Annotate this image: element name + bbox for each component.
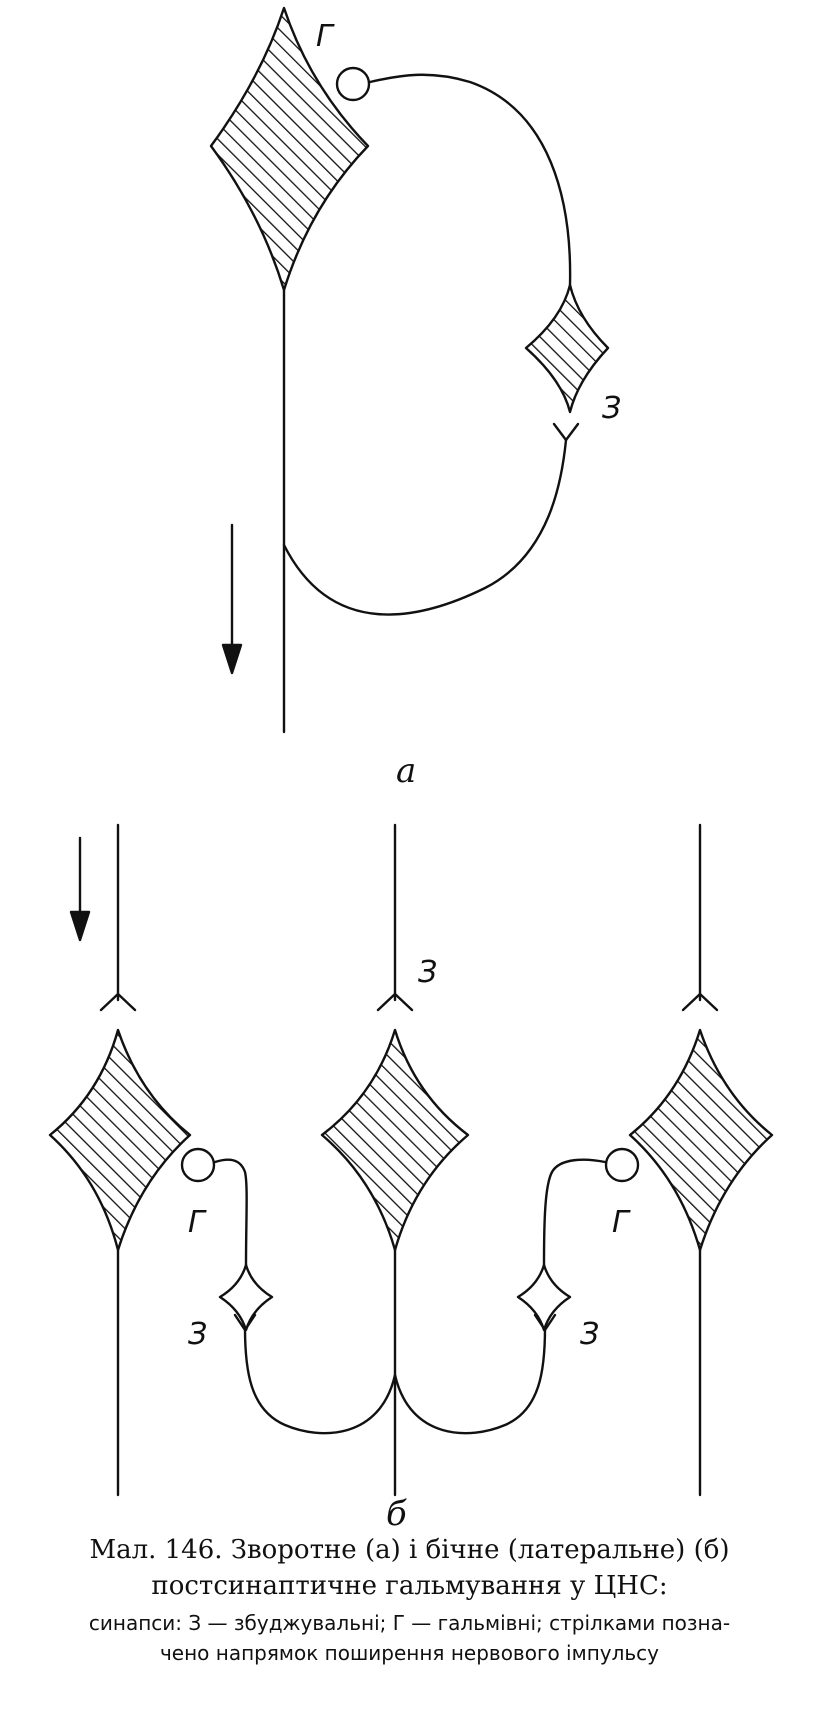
collateral-right	[393, 1326, 547, 1435]
caption-title: Мал. 146. Зворотне (а) і бічне (латераль…	[0, 1532, 819, 1604]
caption-title-line-1: Мал. 146. Зворотне (а) і бічне (латераль…	[89, 1535, 730, 1565]
panel-b-right-inhibitory-synapse	[604, 1147, 640, 1183]
label-b-center-excitatory: З	[418, 955, 437, 990]
interneuron-left-axon	[213, 1158, 248, 1267]
label-b-left-excitatory: З	[188, 1317, 207, 1352]
panel-label-a: а	[396, 751, 416, 791]
recurrent-collateral	[282, 438, 568, 616]
neuron-left-excitatory-arrow	[99, 992, 137, 1012]
label-b-left-inhibitory: Г	[188, 1205, 207, 1240]
panel-a-excitatory-synapse-arrow	[552, 422, 580, 442]
label-a-excitatory: З	[602, 391, 621, 426]
neuron-center-excitatory-arrow	[376, 992, 414, 1012]
neuron-center-body	[320, 1028, 470, 1252]
neuron-right-body	[628, 1028, 774, 1252]
interneuron-left-body	[218, 1263, 274, 1332]
figure-caption: Мал. 146. Зворотне (а) і бічне (латераль…	[0, 1532, 819, 1668]
inhibition-diagram: Г З а З Г Г З З б	[48, 6, 774, 1530]
caption-legend-line-2: чено напрямок поширення нервового імпуль…	[159, 1641, 660, 1665]
panel-a-recurrent-inhibition	[209, 6, 610, 734]
neuron-right-excitatory-arrow	[681, 992, 719, 1012]
panel-b-impulse-arrow-head-icon	[69, 910, 91, 942]
label-a-inhibitory: Г	[316, 19, 335, 54]
interneuron-right-axon	[542, 1158, 607, 1267]
label-b-right-excitatory: З	[580, 1317, 599, 1352]
panel-a-inhibitory-synapse	[335, 66, 371, 102]
neuron-a-body	[209, 6, 370, 292]
caption-title-line-2: постсинаптичне гальмування у ЦНС:	[151, 1571, 668, 1601]
interneuron-a-axon	[368, 73, 572, 287]
panel-a-impulse-arrow-head-icon	[221, 643, 243, 675]
interneuron-a-body	[524, 283, 610, 414]
label-b-right-inhibitory: Г	[612, 1205, 631, 1240]
caption-legend-line-1: синапси: З — збуджувальні; Г — гальмівні…	[88, 1611, 731, 1635]
caption-legend: синапси: З — збуджувальні; Г — гальмівні…	[0, 1608, 819, 1668]
collateral-left	[243, 1326, 397, 1435]
neuron-left-body	[48, 1028, 192, 1252]
panel-b-lateral-inhibition	[48, 823, 774, 1497]
panel-label-b: б	[386, 1494, 407, 1530]
interneuron-right-body	[516, 1263, 572, 1332]
panel-b-left-inhibitory-synapse	[180, 1147, 216, 1183]
